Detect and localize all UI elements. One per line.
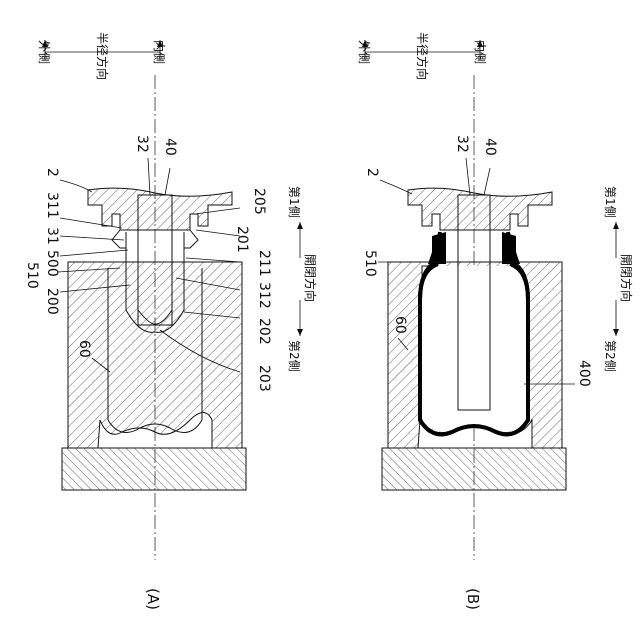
mold-block (68, 262, 242, 448)
ref-60-b: 60 (392, 316, 408, 334)
ref-201: 201 (234, 226, 250, 253)
base-block-b (382, 448, 566, 490)
ref-203: 203 (256, 365, 272, 392)
ref-31: 31 (44, 227, 60, 245)
radial-direction-label: 半径方向 (95, 32, 110, 80)
radial-direction-indicator-b: 外側 半径方向 内側 (357, 32, 487, 80)
ref-312: 312 (256, 282, 272, 309)
second-side-label-b: 第2側 (603, 340, 617, 372)
opening-direction-label: 開閉方向 (303, 254, 318, 302)
ref-205: 205 (251, 188, 267, 215)
first-side-label-b: 第1側 (603, 186, 617, 218)
ref-40-b: 40 (482, 138, 498, 156)
ref-32: 32 (134, 135, 150, 153)
ref-2-b: 2 (364, 168, 380, 177)
panel-b: 外側 半径方向 内側 2 510 60 32 40 (357, 32, 634, 610)
ref-2: 2 (44, 168, 60, 177)
neck-support-plate-b (408, 188, 552, 230)
ref-40: 40 (162, 138, 178, 156)
ref-510: 510 (24, 262, 40, 289)
outer-side-label: 外側 (37, 40, 51, 64)
ref-500: 500 (44, 250, 60, 277)
panel-caption-b: (B) (464, 588, 482, 610)
bottle-cavity (422, 266, 526, 432)
ref-32-b: 32 (454, 135, 470, 153)
ref-211: 211 (256, 250, 272, 277)
ref-202: 202 (256, 318, 272, 345)
outer-side-label-b: 外側 (357, 40, 371, 64)
ref-510-b: 510 (362, 250, 378, 277)
ref-60: 60 (76, 340, 92, 358)
inner-side-label-b: 内側 (473, 40, 487, 64)
panel-a: 外側 半径方向 内側 (24, 32, 318, 610)
ref-400-b: 400 (576, 360, 592, 387)
opening-direction-indicator: 第1側 開閉方向 第2側 (287, 186, 318, 372)
radial-direction-label-b: 半径方向 (415, 32, 430, 80)
second-side-label: 第2側 (287, 340, 301, 372)
opening-direction-indicator-b: 第1側 開閉方向 第2側 (603, 186, 634, 372)
ref-311: 311 (44, 192, 60, 219)
opening-direction-label-b: 開閉方向 (619, 254, 634, 302)
first-side-label: 第1側 (287, 186, 301, 218)
base-block (62, 448, 246, 490)
ref-200: 200 (44, 288, 60, 315)
neck-support-plate (88, 188, 232, 230)
radial-direction-indicator: 外側 半径方向 内側 (37, 32, 166, 80)
panel-caption-a: (A) (144, 588, 162, 610)
inner-side-label: 内側 (152, 40, 166, 64)
